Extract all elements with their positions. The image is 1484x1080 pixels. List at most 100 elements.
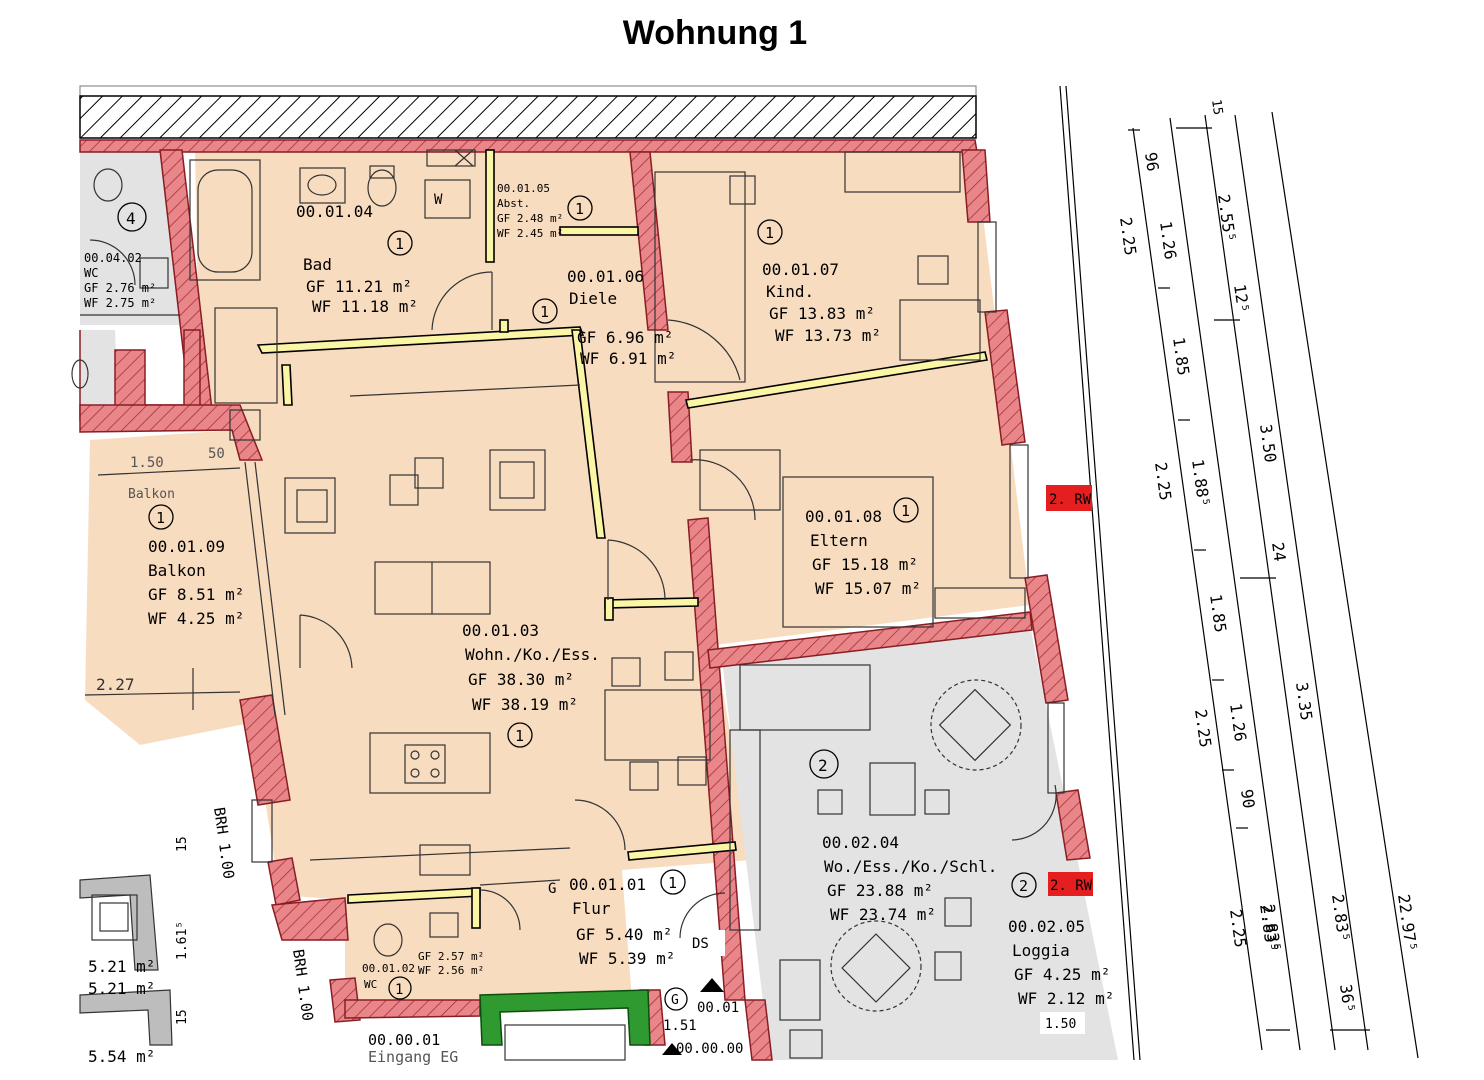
dim-balkon-150: 1.50	[130, 455, 164, 471]
rw-label-2: 2. RW	[1050, 878, 1093, 894]
loggia-unit: 2	[1019, 877, 1028, 895]
wc4-gf: GF 2.76 m²	[84, 281, 156, 295]
bad-name: Bad	[303, 255, 332, 274]
kind-unit: 1	[765, 224, 774, 242]
wohn2-wf: WF 23.74 m²	[830, 905, 936, 924]
room-labels: 00.01.04 Bad GF 11.21 m² WF 11.18 m² 1 0…	[84, 182, 1114, 1066]
flur-gf: GF 5.40 m²	[576, 925, 672, 944]
floor-balkon	[85, 430, 275, 745]
left-area-3: 5.54 m²	[88, 1047, 155, 1066]
dim-left-15: 15	[175, 836, 190, 852]
dim-col2-1: 2.25	[1151, 461, 1175, 502]
abst-unit: 1	[575, 200, 584, 218]
w-label: W	[434, 192, 443, 208]
kind-unit-circle	[757, 219, 783, 245]
diele-id: 00.01.06	[567, 267, 644, 286]
eltern-name: Eltern	[810, 531, 868, 550]
dim-col5-0: 22.97⁵	[1394, 893, 1421, 953]
balkon-wf: WF 4.25 m²	[148, 609, 244, 628]
loggia-dim: 1.50	[1045, 1017, 1076, 1032]
floor-areas	[80, 150, 1118, 1060]
eltern-id: 00.01.08	[805, 507, 882, 526]
bad-unit-circle	[387, 230, 413, 256]
stair-g: G	[671, 993, 679, 1008]
wohn-unit-circle	[507, 722, 533, 748]
wc1-id: 00.01.02	[362, 962, 415, 975]
wc4-wf: WF 2.75 m²	[84, 296, 156, 310]
wohn2-unit-circle	[809, 749, 839, 779]
wc1-unit-circle	[388, 976, 412, 1000]
wc1-wf: WF 2.56 m²	[418, 964, 484, 977]
bad-wf: WF 11.18 m²	[312, 297, 418, 316]
bearing-walls	[79, 139, 1091, 1061]
wohn2-unit: 2	[818, 756, 828, 775]
loggia-name: Loggia	[1012, 941, 1070, 960]
wohn-wf: WF 38.19 m²	[472, 695, 578, 714]
stair-num-2: 00.00.00	[676, 1041, 743, 1057]
top-wall	[79, 85, 977, 139]
flur-id: 00.01.01	[569, 875, 646, 894]
dim-col3-2: 12⁵	[1230, 283, 1253, 314]
brh-label-2: BRH 1.00	[289, 948, 317, 1022]
dim-col1-5: 1.26	[1226, 702, 1250, 743]
loggia-wf: WF 2.12 m²	[1018, 989, 1114, 1008]
dimension-lines	[1059, 85, 1419, 1061]
wohn2-name: Wo./Ess./Ko./Schl.	[824, 857, 997, 876]
wohn-id: 00.01.03	[462, 621, 539, 640]
dim-left-1615: 1.61⁵	[175, 921, 190, 960]
flur-wf: WF 5.39 m²	[579, 949, 675, 968]
eg-id: 00.00.01	[368, 1031, 440, 1049]
dim-col1-3: 1.88⁵	[1188, 458, 1214, 508]
dim-left-15b: 15	[175, 1009, 190, 1025]
wc4-name: WC	[84, 266, 98, 280]
wohn-name: Wohn./Ko./Ess.	[465, 645, 600, 664]
dim-col4-1: 3.35	[1292, 681, 1316, 722]
dim-col3-0: 15	[1208, 98, 1225, 116]
loggia-id: 00.02.05	[1008, 917, 1085, 936]
dim-col3-1: 2.55⁵	[1214, 193, 1240, 243]
balkon-id: 00.01.09	[148, 537, 225, 556]
abst-id: 00.01.05	[497, 182, 550, 195]
wc4-id: 00.04.02	[84, 251, 142, 265]
eg-name: Eingang EG	[368, 1048, 458, 1066]
loggia-gf: GF 4.25 m²	[1014, 965, 1110, 984]
loggia-unit-circle	[1011, 872, 1037, 898]
ds-label: DS	[692, 936, 709, 952]
floor-left-gray	[80, 330, 118, 410]
eltern-unit: 1	[901, 502, 910, 520]
wc1-unit: 1	[395, 982, 403, 998]
wc1-gf: GF 2.57 m²	[418, 950, 484, 963]
diele-unit-circle	[532, 298, 558, 324]
wohn2-id: 00.02.04	[822, 833, 899, 852]
loggia-dim-box	[1040, 1012, 1085, 1034]
ds-box	[685, 930, 725, 956]
eltern-wf: WF 15.07 m²	[815, 579, 921, 598]
dim-col3-3: 24	[1268, 541, 1289, 563]
kind-name: Kind.	[766, 282, 814, 301]
wohn-gf: GF 38.30 m²	[468, 670, 574, 689]
dim-col3-5: 36⁵	[1336, 983, 1359, 1014]
bad-id: 00.01.04	[296, 202, 373, 221]
left-area-2: 5.21 m²	[88, 979, 155, 998]
balkon-gf: GF 8.51 m²	[148, 585, 244, 604]
floor-unit4	[80, 150, 185, 325]
partitions	[256, 149, 988, 929]
dim-col2-0: 2.25	[1116, 216, 1140, 257]
abst-wf: WF 2.45 m²	[497, 227, 563, 240]
dim-col2-2: 2.25	[1191, 708, 1215, 749]
balkon-unit-circle	[148, 504, 174, 530]
rw-label-1: 2. RW	[1049, 492, 1092, 508]
stair-arrow-icon	[700, 978, 724, 992]
abst-gf: GF 2.48 m²	[497, 212, 563, 225]
bad-gf: GF 11.21 m²	[306, 277, 412, 296]
abst-unit-circle	[567, 195, 593, 221]
wc4-unit: 4	[126, 209, 136, 228]
balkon-unit: 1	[156, 509, 165, 527]
stair-num: 00.01	[697, 1000, 739, 1016]
dim-col4-2: 2.83⁵	[1328, 893, 1354, 943]
bad-unit: 1	[395, 235, 404, 253]
stair-arrow-icon-2	[662, 1043, 682, 1055]
wc1-name: WC	[364, 978, 377, 991]
diele-wf: WF 6.91 m²	[580, 349, 676, 368]
dim-col1-2: 1.85	[1169, 336, 1193, 377]
